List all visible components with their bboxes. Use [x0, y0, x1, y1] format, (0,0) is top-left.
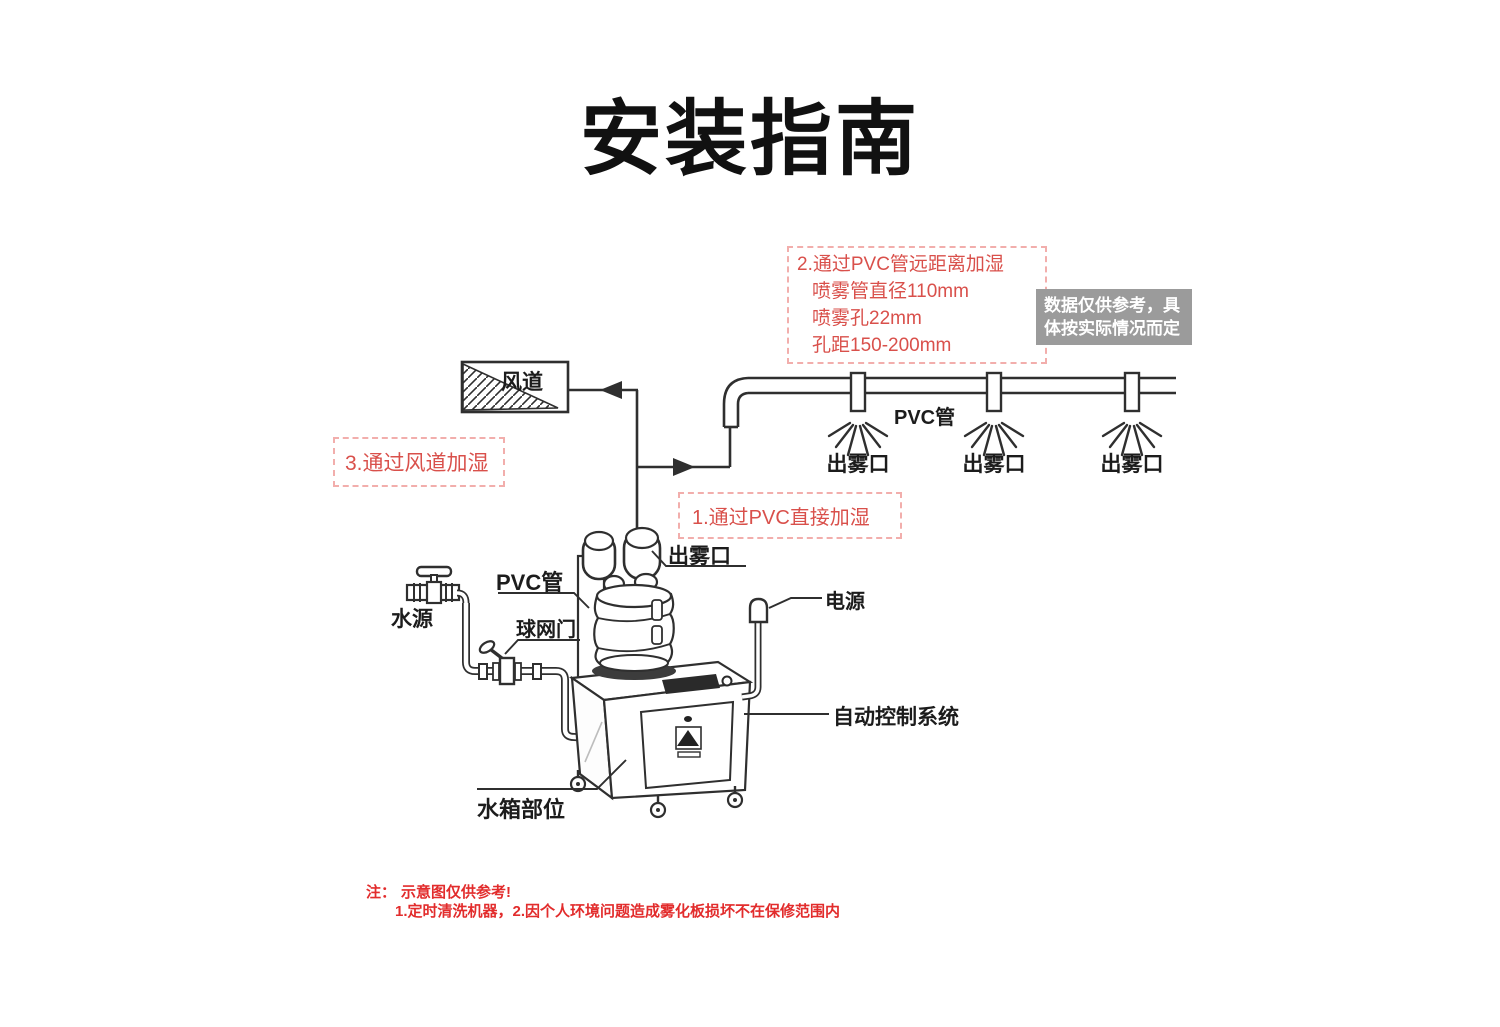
auto-control-label: 自动控制系统	[833, 706, 959, 729]
data-reference-note: 数据仅供参考，具体按实际情况而定	[1036, 289, 1192, 345]
duct-label: 风道	[501, 371, 543, 394]
spec-hole-spacing: 孔距150-200mm	[812, 335, 952, 356]
spec-hole-size: 喷雾孔22mm	[812, 308, 922, 329]
overhead-pvc-pipe-label: PVC管	[894, 407, 956, 429]
machine-pvc-pipe-label: PVC管	[496, 570, 564, 595]
duct-icon	[460, 360, 570, 414]
machine-outlet-column	[576, 526, 662, 682]
method1-note-box: 1.通过PVC直接加湿	[678, 492, 902, 539]
method3-note-box: 3.通过风道加湿	[333, 437, 505, 487]
mist-nozzle-icon-1	[829, 373, 887, 455]
machine-mist-outlet-label: 出雾口	[668, 545, 731, 568]
footnote-line-1: 注：示意图仅供参考!	[366, 883, 840, 902]
arrow-left-icon	[600, 381, 622, 399]
water-source-valve-icon	[405, 565, 470, 605]
control-panel-icon	[662, 674, 720, 694]
spec-pipe-diameter: 喷雾管直径110mm	[812, 281, 969, 302]
mist-outlet-label-2: 出雾口	[962, 453, 1026, 476]
label-pointer-lines	[477, 550, 829, 790]
caster-wheel-icon	[649, 794, 667, 819]
overhead-pvc-pipe	[722, 376, 1176, 429]
ball-valve-icon	[478, 640, 516, 686]
power-plug-icon	[741, 597, 769, 701]
footnote-text-1: 示意图仅供参考!	[401, 884, 512, 901]
power-label: 电源	[825, 591, 865, 613]
footnote: 注：示意图仅供参考! 1.定时清洗机器，2.因个人环境问题造成雾化板损坏不在保修…	[366, 883, 840, 921]
page-title: 安装指南	[579, 94, 920, 185]
mist-nozzle-icon-2	[965, 373, 1023, 455]
footnote-prefix: 注：	[366, 884, 397, 901]
duct-feed-line	[568, 381, 638, 399]
method2-title: 2.通过PVC管远距离加湿	[797, 254, 1004, 275]
mist-outlet-label-1: 出雾口	[826, 453, 890, 476]
overhead-feed-line	[637, 428, 732, 476]
arrow-right-icon	[673, 458, 695, 476]
mist-nozzle-icon-3	[1103, 373, 1161, 455]
footnote-line-2: 1.定时清洗机器，2.因个人环境问题造成雾化板损坏不在保修范围内	[395, 903, 841, 920]
water-source-label: 水源	[391, 608, 433, 631]
humidifier-machine	[568, 660, 754, 819]
mist-outlet-label-3: 出雾口	[1100, 453, 1164, 476]
ball-valve-label: 球网门	[516, 619, 576, 641]
water-supply-pipe	[462, 603, 593, 742]
water-tank-label: 水箱部位	[477, 797, 566, 822]
water-jug-icon	[592, 572, 676, 680]
power-button-icon	[721, 675, 733, 687]
warning-triangle-icon	[677, 730, 699, 746]
method2-note-box: 2.通过PVC管远距离加湿 喷雾管直径110mm 喷雾孔22mm 孔距150-2…	[787, 246, 1047, 364]
